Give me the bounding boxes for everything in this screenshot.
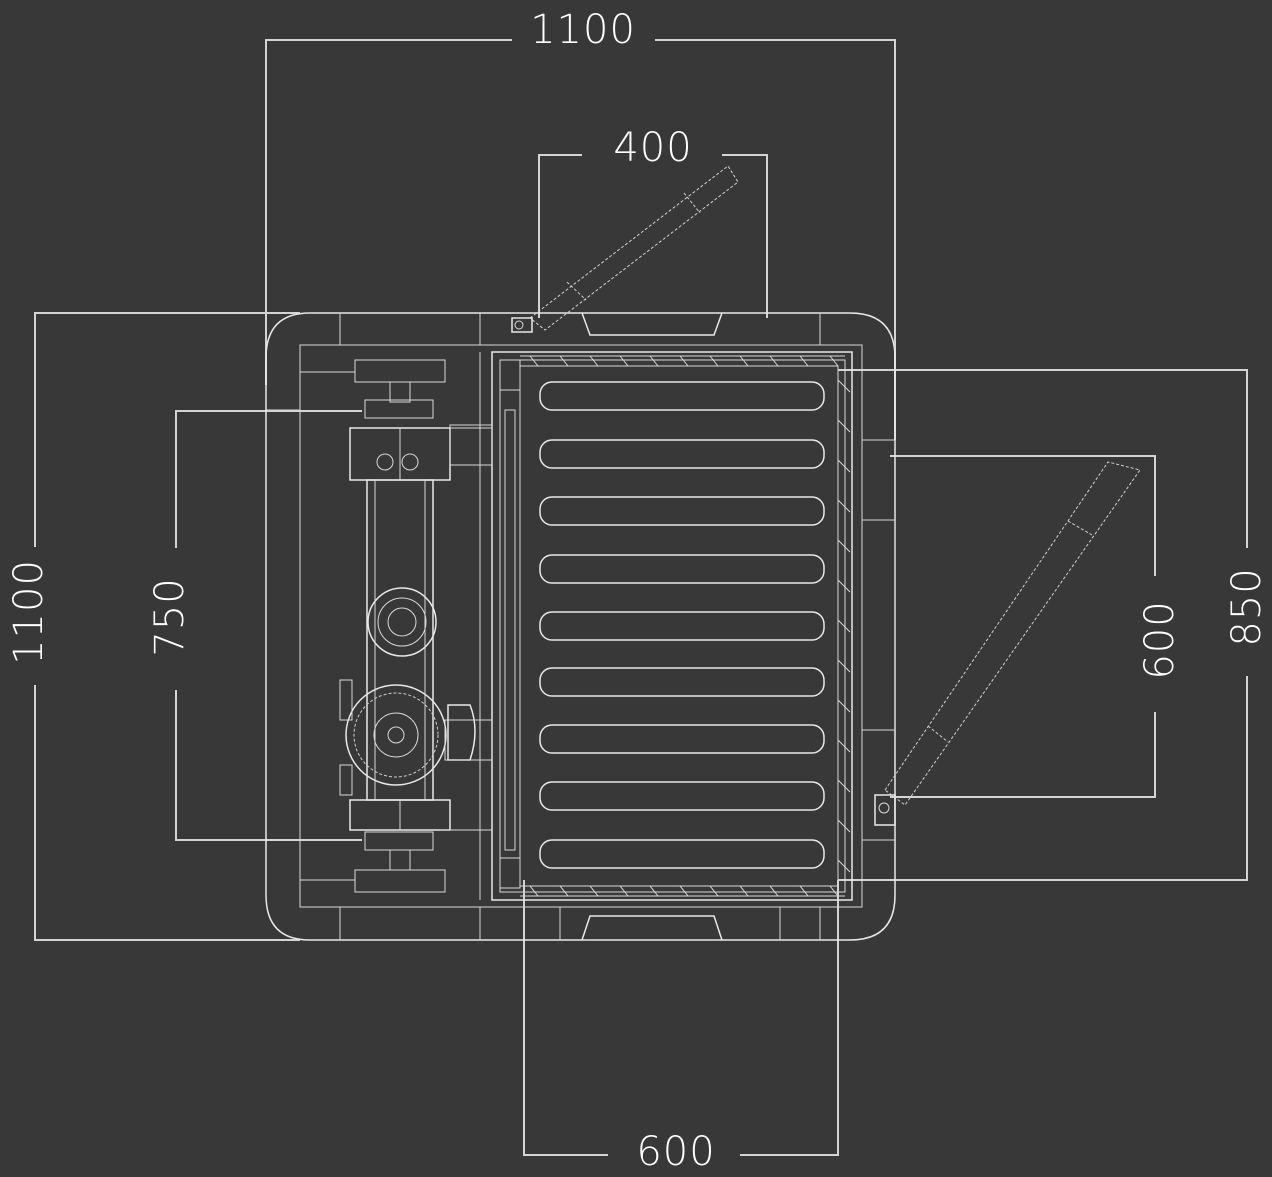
dimension-right-outer-label: 850 (1224, 567, 1270, 646)
drive-assembly (300, 352, 493, 900)
dimension-top-width: 1100 (265, 7, 896, 440)
shaft-outline (265, 312, 896, 941)
dimension-top-door-label: 400 (613, 125, 692, 171)
dimension-top-door: 400 (538, 125, 768, 318)
top-swing-door (511, 165, 739, 333)
dimension-left-height: 1100 (6, 312, 300, 941)
dimension-left-height-label: 1100 (6, 559, 52, 665)
dimension-right-door: 600 (890, 455, 1183, 798)
dimension-bottom-width: 600 (523, 880, 839, 1175)
dimension-bottom-width-label: 600 (636, 1129, 715, 1173)
dimension-left-inner: 750 (147, 410, 362, 841)
dimension-right-outer: 850 (838, 369, 1270, 881)
cabin (491, 351, 853, 901)
dimension-top-width-label: 1100 (530, 7, 636, 53)
dimension-left-inner-label: 750 (147, 577, 193, 656)
right-swing-door (862, 461, 1141, 826)
cabin-floor-slats (539, 381, 825, 869)
dimension-right-door-label: 600 (1137, 600, 1183, 679)
